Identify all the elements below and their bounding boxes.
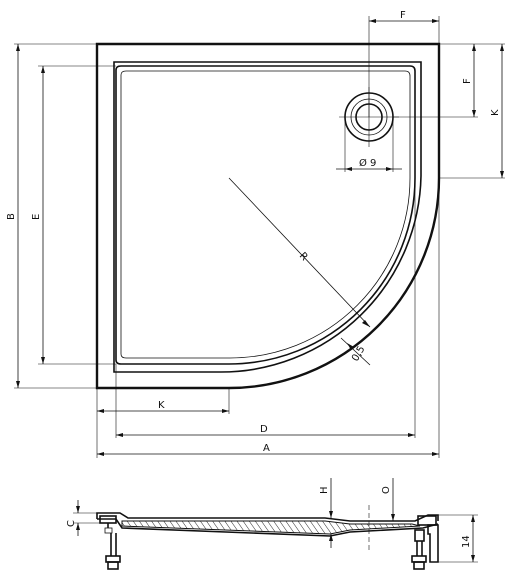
dim-F-top: F: [400, 10, 406, 21]
dim-H: H: [319, 486, 330, 494]
tray-section-hatched: [121, 520, 421, 535]
plan-view: [95, 42, 441, 390]
dim-B: B: [6, 213, 17, 220]
plan-dimensions: F F K Ø 9 B E R: [6, 10, 505, 458]
basin-outline: [115, 65, 416, 365]
tray-rim-outline: [113, 61, 422, 373]
dim-drain-diameter: Ø 9: [359, 157, 376, 169]
tray-outer-outline: [95, 42, 441, 390]
dim-D: D: [260, 424, 268, 435]
dim-K-side: K: [490, 109, 501, 116]
dim-E: E: [31, 214, 42, 220]
basin-inner-outline: [120, 70, 411, 359]
dim-leg-height: 14: [461, 535, 472, 548]
section-dimensions: C H O 14: [66, 478, 478, 563]
dim-K-bottom: K: [158, 400, 165, 411]
section-view: [96, 505, 439, 570]
dim-F-side: F: [462, 78, 473, 84]
dim-A: A: [263, 443, 270, 454]
dim-C: C: [66, 520, 77, 527]
dim-O: O: [381, 486, 392, 494]
